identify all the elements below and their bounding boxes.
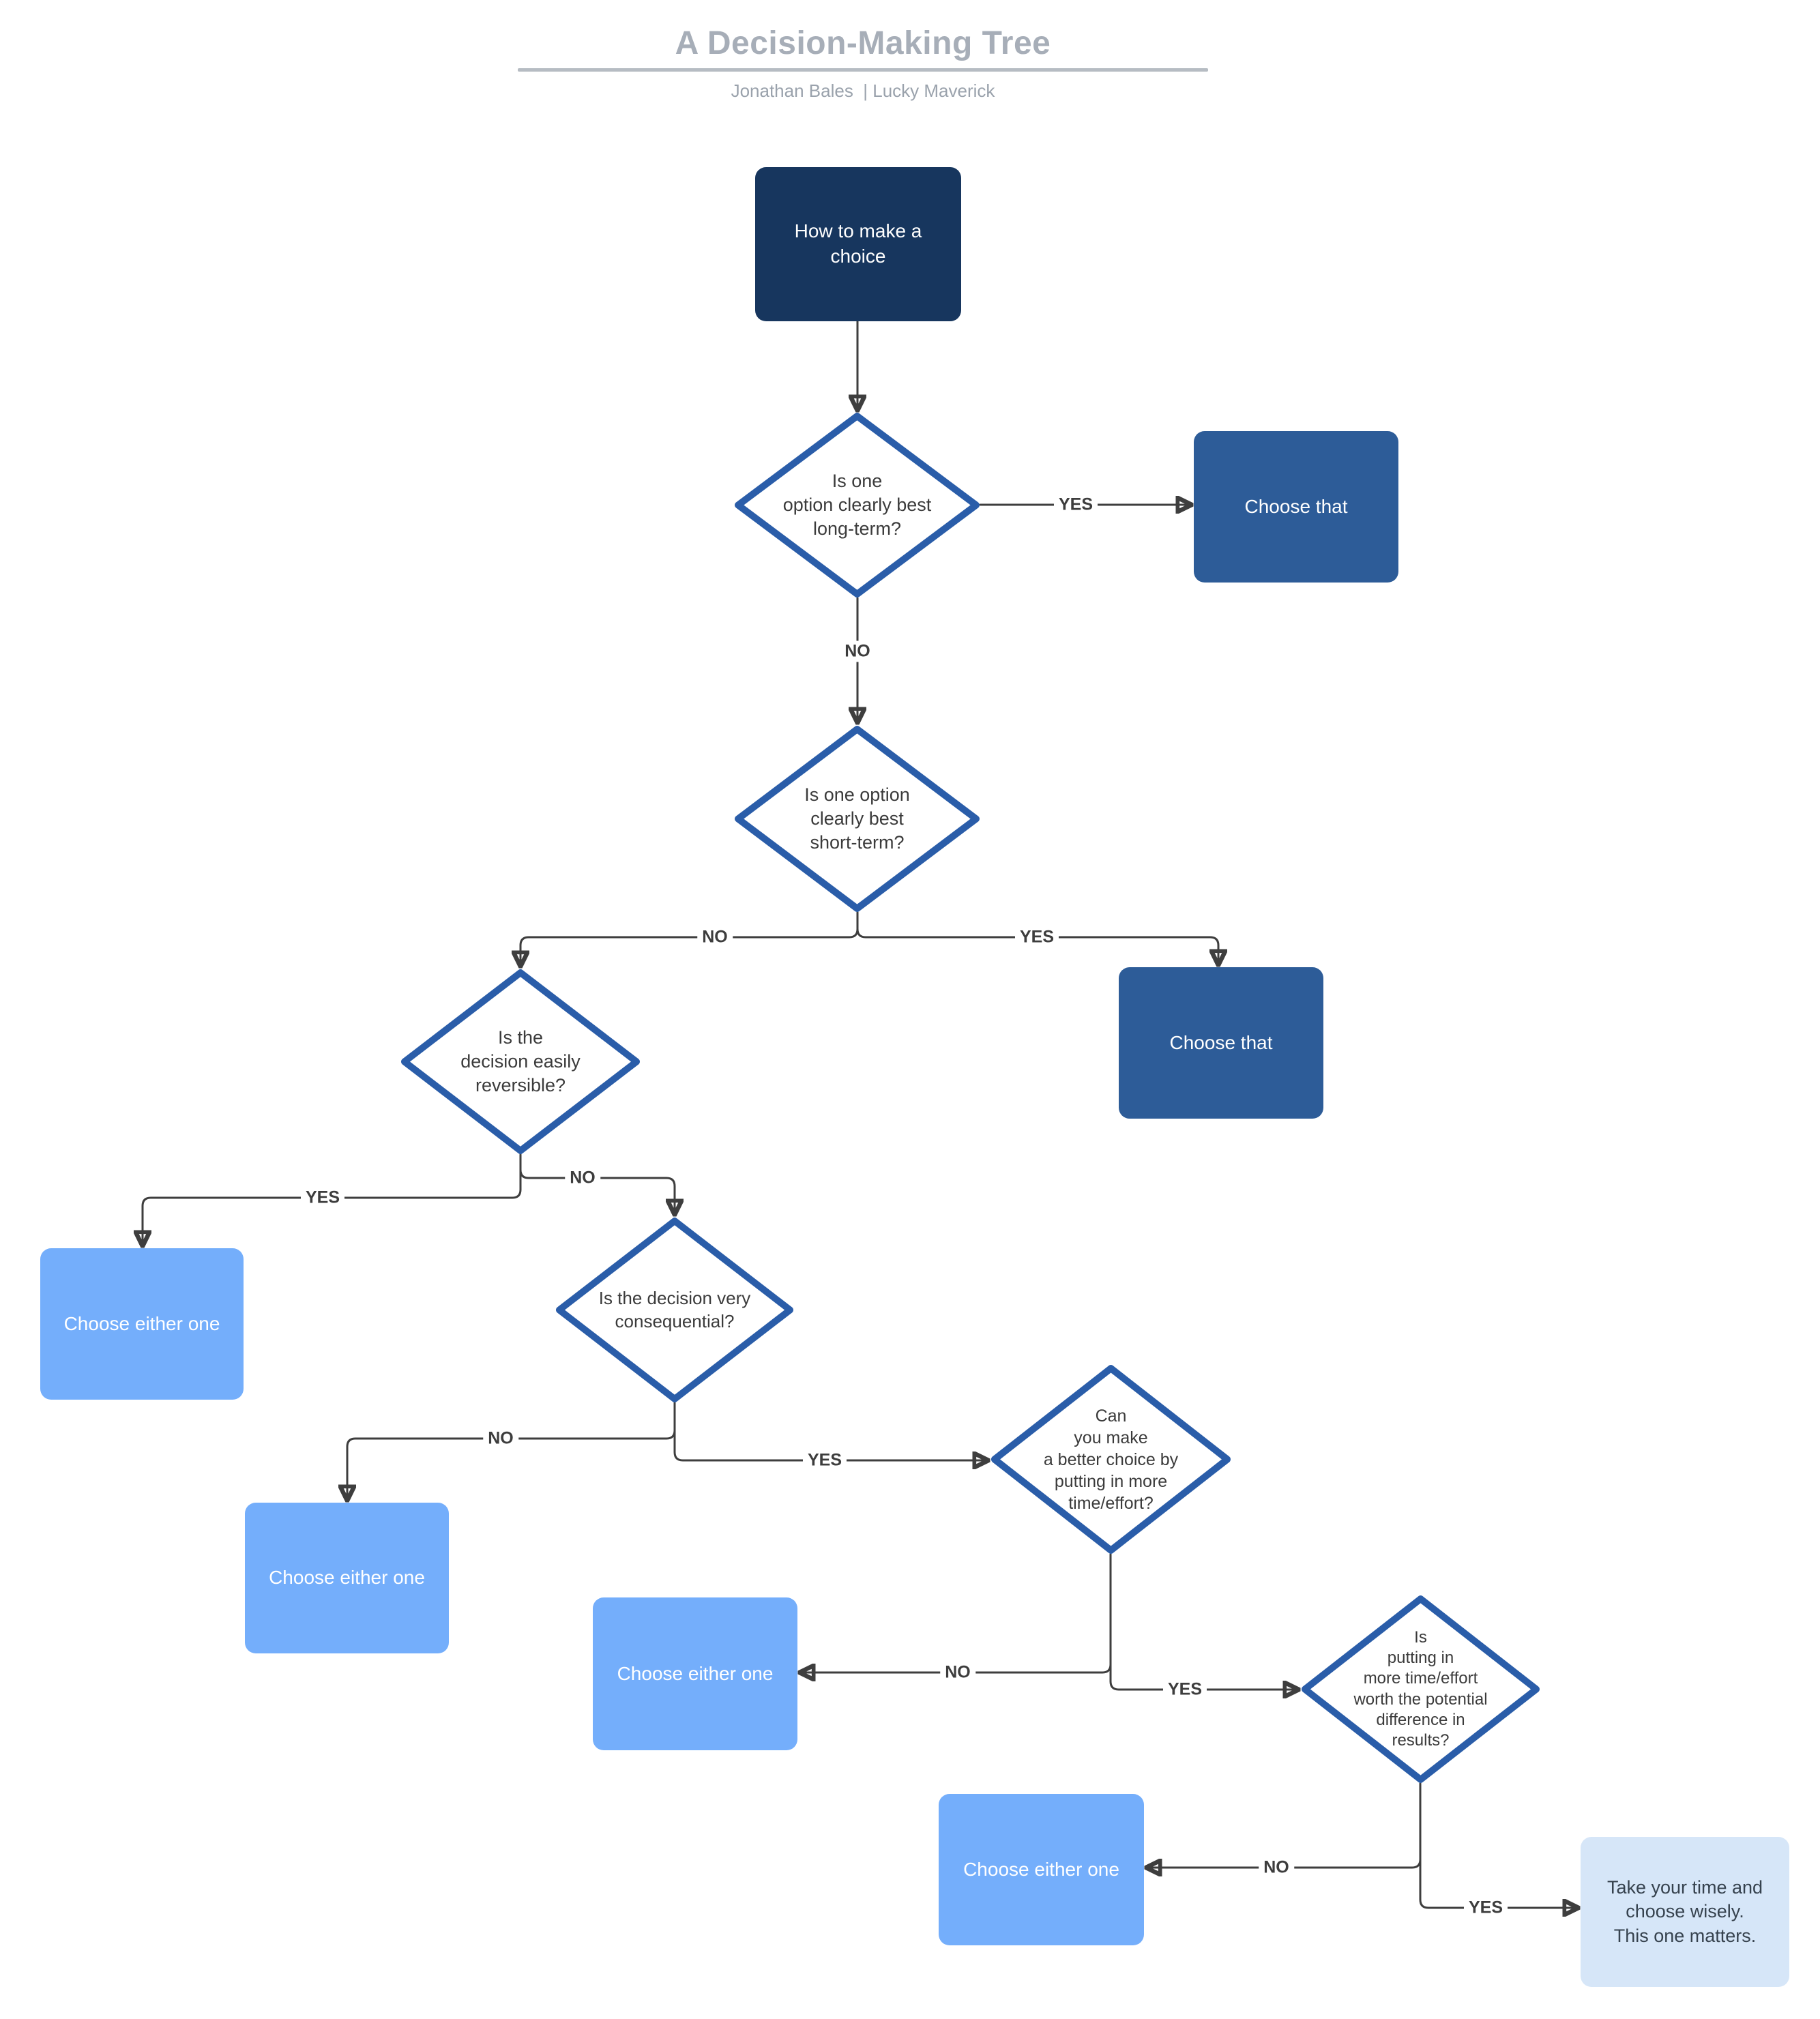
edge-label-worth-yes: YES — [1463, 1897, 1508, 1919]
node-choose-that-short-term: Choose that — [1119, 967, 1323, 1119]
decision-short-term-label: Is one option clearly best short-term? — [804, 784, 910, 853]
edge-label-reversible-no: NO — [565, 1167, 600, 1189]
edge-label-long-term-yes: YES — [1053, 494, 1098, 516]
diamond-shape — [1301, 1595, 1540, 1783]
edge-consequential-no — [347, 1402, 676, 1499]
decision-better-choice-label: Can you make a better choice by putting … — [1043, 1406, 1179, 1513]
edge-worth-yes — [1419, 1782, 1577, 1908]
decision-reversible: Is the decision easily reversible? — [400, 969, 641, 1155]
diamond-shape — [735, 726, 980, 912]
decision-better-choice: Can you make a better choice by putting … — [990, 1364, 1231, 1554]
diamond-shape — [735, 413, 980, 598]
decision-worth-effort: Is putting in more time/effort worth the… — [1301, 1595, 1540, 1784]
edge-short-term-no — [520, 911, 859, 965]
edge-label-worth-no: NO — [1259, 1857, 1294, 1878]
edge-consequential-yes — [673, 1402, 987, 1460]
edge-worth-no — [1147, 1782, 1422, 1868]
diamond-shape — [555, 1218, 794, 1402]
edge-label-reversible-yes: YES — [300, 1187, 345, 1209]
decision-worth-effort-label: Is putting in more time/effort worth the… — [1353, 1627, 1488, 1750]
node-choose-either-no-better-choice: Choose either one — [593, 1597, 797, 1750]
node-choose-either-not-worth: Choose either one — [939, 1794, 1144, 1945]
page-title: A Decision-Making Tree — [675, 25, 1051, 61]
edge-label-short-term-yes: YES — [1014, 926, 1059, 948]
decision-long-term-label: Is one option clearly best long-term? — [782, 470, 932, 540]
node-take-your-time: Take your time and choose wisely. This o… — [1581, 1837, 1789, 1987]
decision-consequential-label: Is the decision very consequential? — [598, 1287, 751, 1331]
decision-long-term: Is one option clearly best long-term? — [734, 412, 980, 598]
edge-label-better-choice-yes: YES — [1162, 1679, 1207, 1700]
diamond-shape — [400, 969, 641, 1154]
diamond-shape — [990, 1365, 1231, 1554]
byline: Jonathan Bales | Lucky Maverick — [731, 80, 995, 101]
edge-label-short-term-no: NO — [697, 926, 733, 948]
node-choose-that-long-term: Choose that — [1194, 431, 1398, 583]
edge-label-long-term-no: NO — [840, 640, 875, 662]
decision-reversible-label: Is the decision easily reversible? — [460, 1027, 581, 1096]
node-start: How to make a choice — [755, 167, 961, 321]
edge-better-choice-yes — [1109, 1553, 1297, 1690]
edge-label-consequential-yes: YES — [802, 1449, 847, 1471]
decision-consequential: Is the decision very consequential? — [555, 1217, 794, 1403]
edge-label-better-choice-no: NO — [940, 1662, 975, 1683]
decision-short-term: Is one option clearly best short-term? — [734, 725, 980, 913]
title-divider — [518, 68, 1208, 72]
node-choose-either-not-consequential: Choose either one — [245, 1503, 449, 1653]
edge-better-choice-no — [801, 1553, 1112, 1672]
edge-label-consequential-no: NO — [483, 1428, 518, 1449]
node-choose-either-reversible: Choose either one — [40, 1248, 244, 1400]
